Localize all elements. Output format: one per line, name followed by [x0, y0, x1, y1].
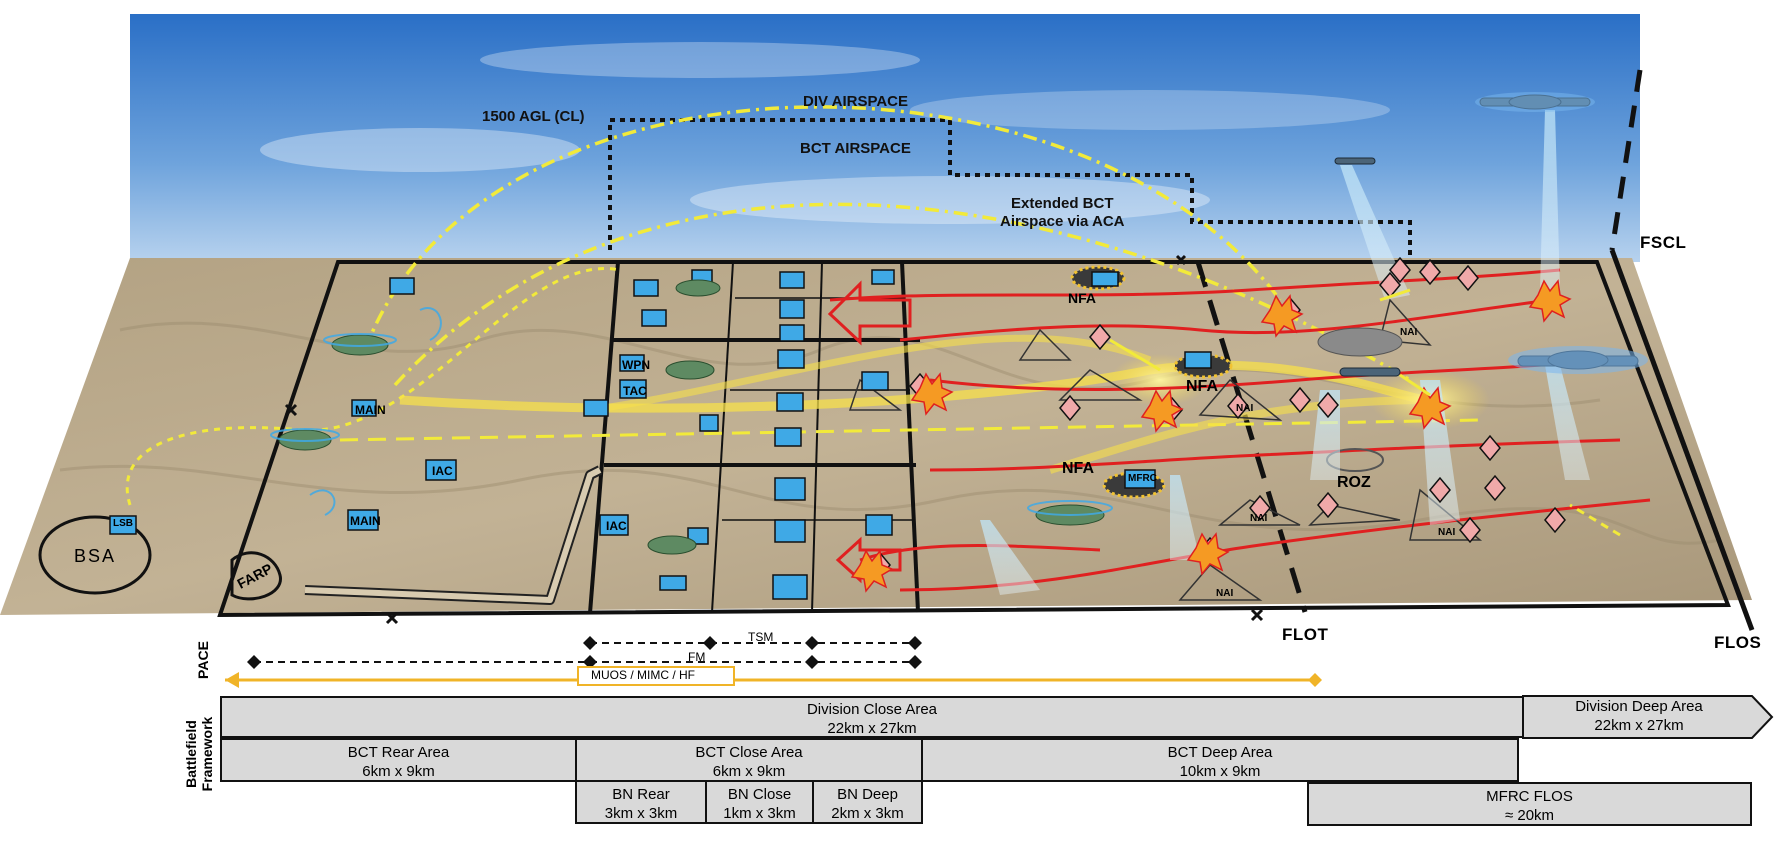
division-deep-text: Division Deep Area 22km x 27km	[1523, 697, 1755, 735]
division-close-bar: Division Close Area 22km x 27km	[220, 696, 1524, 738]
cloud	[910, 90, 1390, 130]
bright-fires-path	[1048, 396, 1431, 474]
nai-label-4: NAI	[1216, 588, 1234, 599]
unit-label-main: MAIN	[355, 403, 386, 417]
cloud	[480, 42, 920, 78]
tsm-label: TSM	[748, 630, 774, 644]
division-close-name: Division Close Area	[806, 701, 938, 718]
div-airspace-arc	[363, 105, 1282, 351]
agl-label: 1500 AGL (CL)	[482, 108, 585, 125]
division-deep-name: Division Deep Area	[1575, 698, 1703, 715]
boundary-markers	[284, 254, 1264, 625]
ground-station	[1317, 327, 1403, 357]
counter-attack-arrow	[827, 280, 912, 346]
unit-label-mfrc: MFRC	[1128, 473, 1157, 484]
pace-lines	[225, 642, 1322, 688]
bct-rear-size: 6km x 9km	[362, 763, 435, 780]
mfrc-flos-size: ≈ 20km	[1504, 807, 1555, 824]
fscl-label: FSCL	[1640, 233, 1687, 252]
pace-nodes	[247, 636, 922, 669]
supply-corridor	[304, 467, 602, 603]
bn-deep-bar: BN Deep 2km x 3km	[812, 780, 923, 824]
bct-close-name: BCT Close Area	[695, 744, 803, 761]
unit-label-lsb: LSB	[113, 518, 133, 529]
counter-attack-arrow	[835, 536, 902, 584]
uas-glow	[1508, 346, 1648, 374]
extended-bct-line2: Airspace via ACA	[1000, 213, 1125, 230]
fire-support-dash	[339, 418, 1481, 442]
bn-rear-bar: BN Rear 3km x 3km	[575, 780, 707, 824]
explosion-icon	[850, 279, 1572, 593]
bn-close-name: BN Close	[727, 786, 792, 803]
lsb-comms-arc	[125, 267, 621, 506]
unit-label-iac-2: IAC	[606, 519, 627, 533]
muos-label-box	[577, 666, 735, 686]
bsa-area	[38, 515, 152, 595]
nfa-label-2: NFA	[1186, 378, 1218, 395]
unit-label-wpn: WPN	[622, 358, 650, 372]
unit-label-iac: IAC	[432, 464, 453, 478]
muos-label: MUOS / MIMC / HF	[591, 668, 695, 682]
bn-deep-size: 2km x 3km	[831, 805, 904, 822]
mfrc-flos-name: MFRC FLOS	[1486, 788, 1573, 805]
fires-arrows	[1109, 288, 1621, 537]
framework-side-line2: Framework	[199, 716, 215, 792]
helicopter-rotor	[270, 307, 1113, 516]
bct-airspace-label: BCT AIRSPACE	[800, 140, 911, 157]
nfa-label-1: NFA	[1068, 290, 1096, 306]
friendly-units	[109, 269, 1212, 600]
bct-deep-bar: BCT Deep Area 10km x 9km	[921, 738, 1519, 782]
nai-areas	[848, 298, 1483, 601]
cloud	[690, 176, 1210, 224]
bn-rear-name: BN Rear	[612, 786, 670, 803]
bct-rear-close-boundary	[588, 261, 620, 614]
bct-deep-size: 10km x 9km	[1179, 763, 1261, 780]
extended-bct-line1: Extended BCT	[1010, 195, 1114, 212]
bct-close-deep-boundary	[900, 261, 920, 613]
nai-label-5: NAI	[1250, 513, 1268, 524]
fm-label: FM	[688, 650, 706, 664]
bn-grid-line	[811, 261, 823, 613]
bct-close-bar: BCT Close Area 6km x 9km	[575, 738, 923, 782]
roz-label: ROZ	[1337, 474, 1371, 491]
flos-label: FLOS	[1714, 633, 1762, 652]
unit-label-tac: TAC	[623, 384, 647, 398]
mfrc-flos-bar: MFRC FLOS ≈ 20km	[1307, 782, 1752, 826]
fscl-line	[1609, 249, 1755, 631]
division-close-size: 22km x 27km	[827, 720, 917, 737]
bn-close-bar: BN Close 1km x 3km	[705, 780, 814, 824]
extended-bct-label: Extended BCT Airspace via ACA	[1000, 195, 1125, 231]
farp-area	[230, 551, 282, 601]
bct-rear-bar: BCT Rear Area 6km x 9km	[220, 738, 577, 782]
nai-label-2: NAI	[1400, 327, 1418, 338]
bct-close-size: 6km x 9km	[712, 763, 786, 780]
bct-rear-name: BCT Rear Area	[347, 744, 450, 761]
framework-side-label: Battlefield Framework	[183, 704, 217, 804]
bn-rear-size: 3km x 3km	[604, 805, 678, 822]
unit-label-main-2: MAIN	[350, 514, 381, 528]
bct-deep-name: BCT Deep Area	[1167, 744, 1273, 761]
sky-panel	[130, 14, 1640, 262]
nai-label-1: NAI	[1236, 403, 1254, 414]
uas-glow	[1475, 92, 1595, 112]
nai-label-3: NAI	[1438, 527, 1456, 538]
flot-label: FLOT	[1282, 625, 1329, 644]
bright-fires-path	[589, 334, 1152, 414]
flot-line	[1195, 261, 1308, 613]
nfa-label-3: NFA	[1062, 460, 1094, 477]
framework-side-line1: Battlefield	[183, 720, 199, 788]
bn-close-size: 1km x 3km	[723, 805, 796, 822]
flos-dashed-line	[1609, 69, 1643, 251]
ground-plane	[0, 258, 1752, 615]
bn-grid-line	[711, 261, 734, 613]
extended-bct-arc	[393, 202, 1411, 387]
div-airspace-label: DIV AIRSPACE	[803, 93, 909, 110]
bsa-label: BSA	[74, 546, 117, 566]
division-deep-size: 22km x 27km	[1594, 717, 1684, 734]
cloud	[260, 128, 580, 172]
pace-side-label: PACE	[195, 641, 211, 679]
bn-deep-name: BN Deep	[837, 786, 898, 803]
